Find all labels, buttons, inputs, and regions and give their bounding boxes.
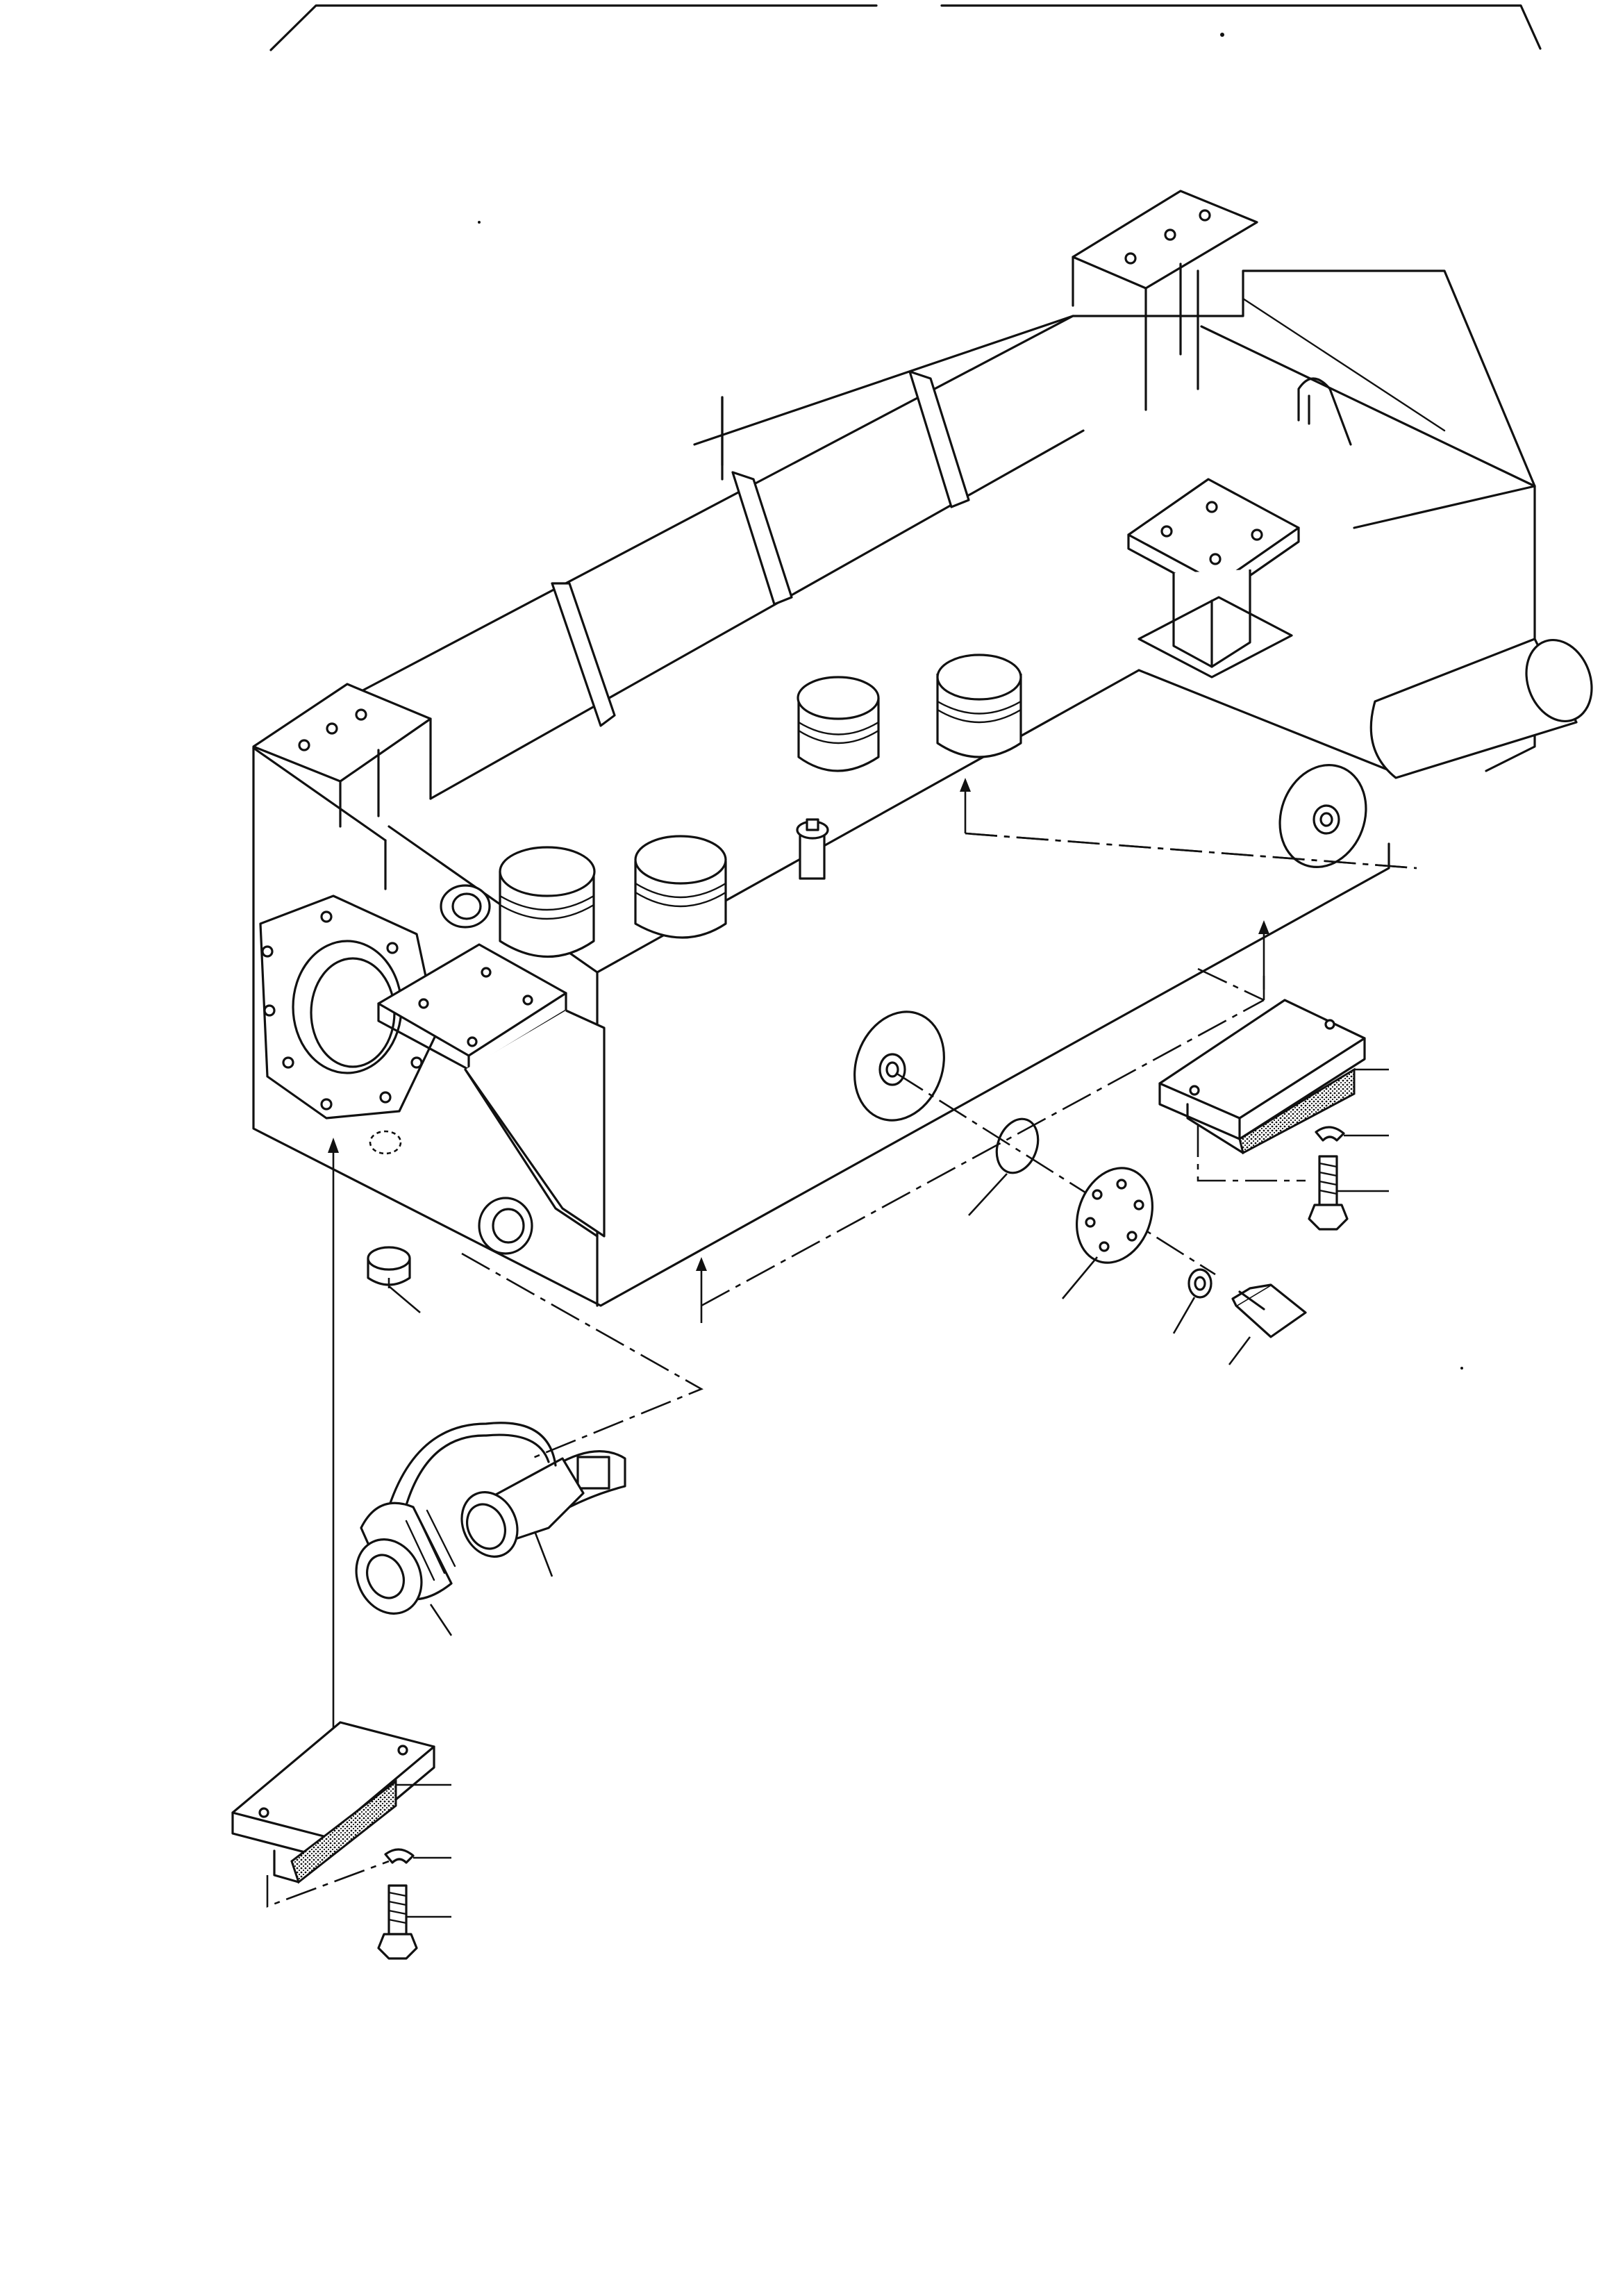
explode-lines — [328, 778, 1417, 1778]
side-flanges — [478, 763, 1367, 1255]
rubber-mount-left — [231, 1721, 451, 1960]
pedestal-mount — [1127, 478, 1300, 679]
pipe-outlet — [1369, 638, 1593, 779]
filter-canisters — [440, 654, 1022, 958]
drain-plug — [367, 1130, 421, 1313]
rubber-mount-right — [1158, 999, 1389, 1231]
front-bracket — [377, 943, 606, 1238]
quick-coupler — [355, 1422, 626, 1636]
page-frame — [269, 4, 1542, 1370]
tank-frame — [252, 190, 1536, 1307]
valve — [796, 818, 829, 880]
main-flange — [259, 895, 439, 1120]
flange-cover-group — [968, 1117, 1307, 1365]
